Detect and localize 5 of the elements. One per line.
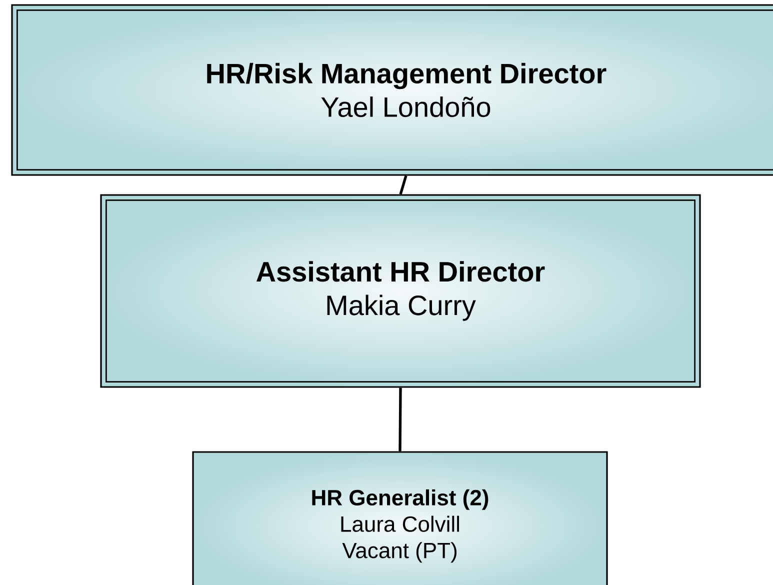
org-box: HR Generalist (2) Laura Colvill Vacant (PT) <box>192 451 608 585</box>
connector-line <box>399 175 408 195</box>
connector-line <box>398 388 402 452</box>
org-box: HR/Risk Management Director Yael Londoño <box>11 4 773 176</box>
org-box: Assistant HR Director Makia Curry <box>100 194 701 388</box>
